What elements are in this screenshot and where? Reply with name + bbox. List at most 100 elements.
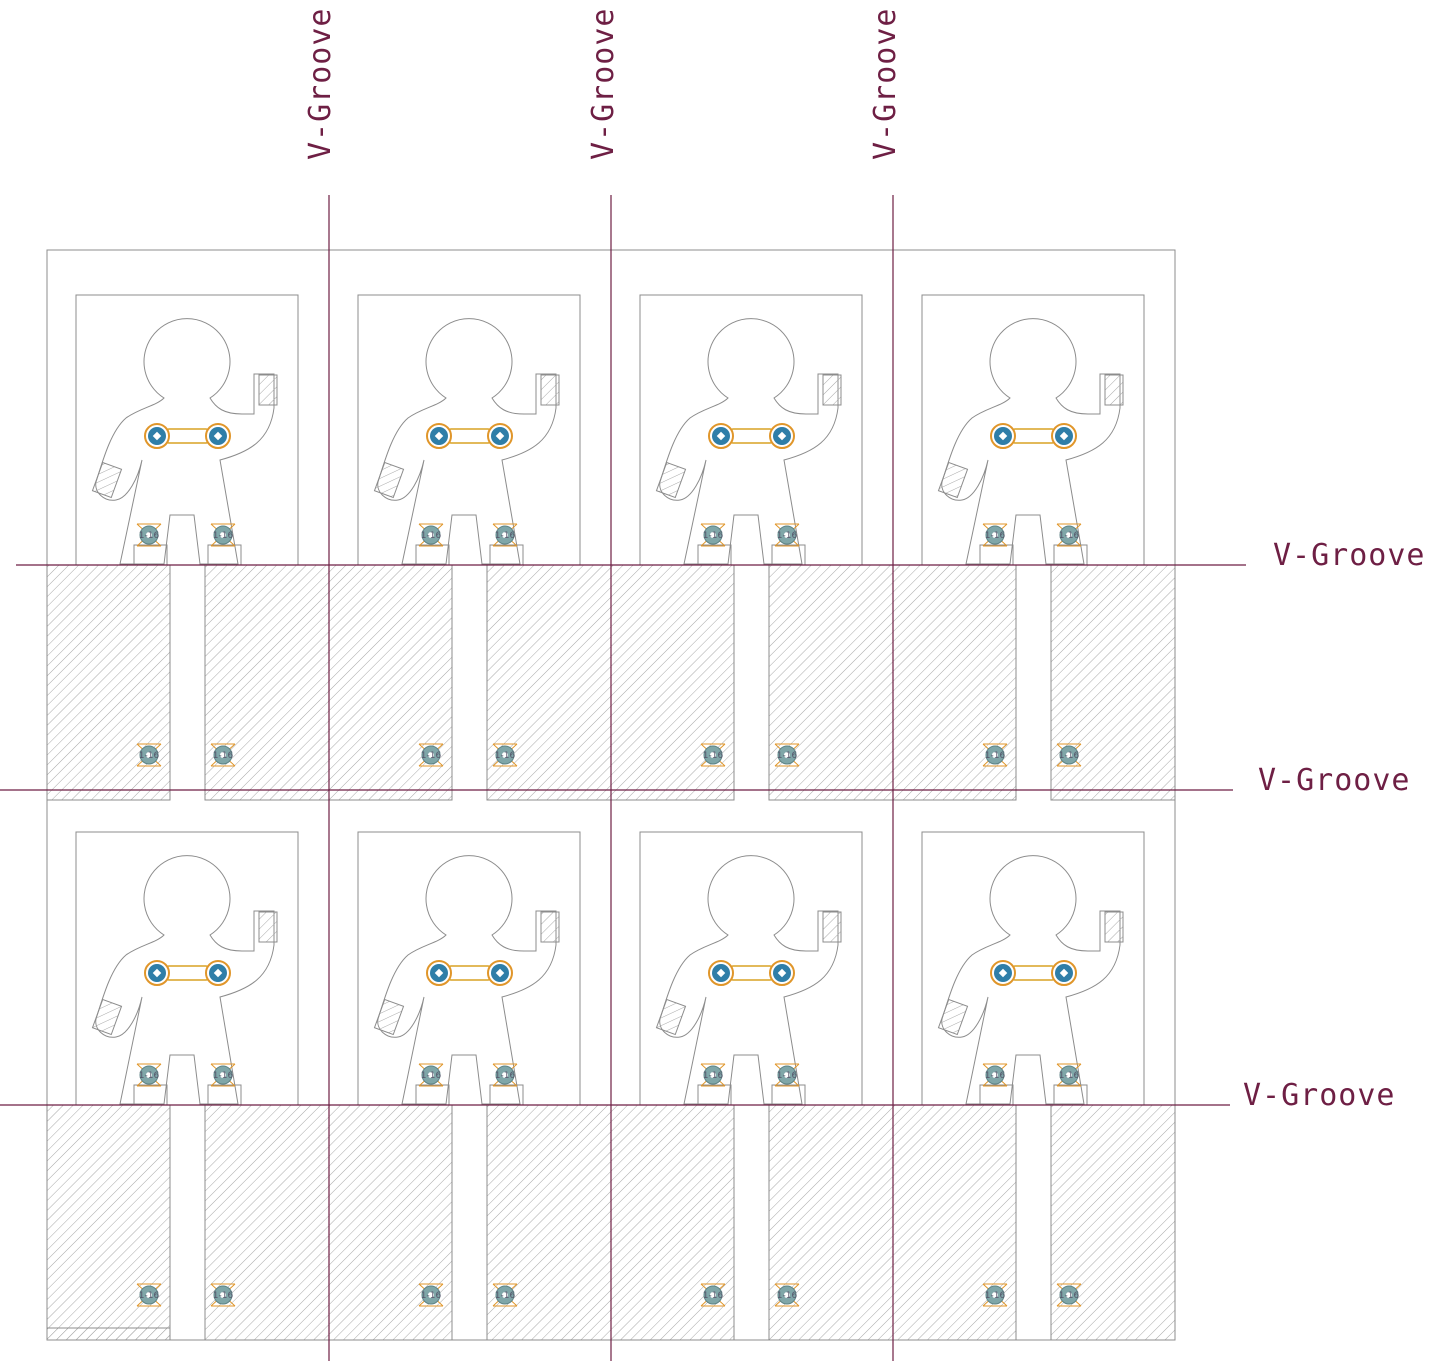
through-hole-pad-icon [426, 423, 452, 449]
via-label: 1-16 [1059, 531, 1080, 541]
trace [728, 428, 775, 444]
via-marker-icon: 1-16 [492, 743, 518, 767]
copper-tab-right [768, 1104, 894, 1341]
via-label: 1-16 [213, 531, 234, 541]
notch-left [133, 1084, 168, 1106]
copper-tab-right [204, 564, 330, 801]
notch-left [697, 1084, 732, 1106]
board-cell: 1-16 1-16 1-16 1-16 [921, 294, 1145, 767]
board-outline [921, 831, 1145, 1106]
component-pad-right [822, 374, 842, 406]
via-marker-icon: 1-16 [136, 523, 162, 547]
via-label: 1-16 [421, 751, 442, 761]
via-label: 1-16 [139, 751, 160, 761]
trace [446, 965, 493, 981]
component-pad-right [258, 911, 278, 943]
through-hole-pad-icon [426, 960, 452, 986]
via-label: 1-16 [213, 1291, 234, 1301]
component-pad-left [655, 461, 687, 499]
via-label: 1-16 [213, 751, 234, 761]
through-hole-pad-icon [708, 423, 734, 449]
via-label: 1-16 [139, 1071, 160, 1081]
via-label: 1-16 [777, 751, 798, 761]
figure-outline-icon [95, 318, 275, 565]
board-outline [357, 294, 581, 566]
component-pad-left [937, 998, 969, 1036]
via-marker-icon: 1-16 [1056, 1283, 1082, 1307]
via-marker-icon: 1-16 [700, 1283, 726, 1307]
v-groove-label-horizontal-1: V-Groove [1273, 538, 1426, 573]
notch-left [133, 544, 168, 566]
via-label: 1-16 [985, 1071, 1006, 1081]
copper-tab-left [328, 1104, 453, 1341]
via-marker-icon: 1-16 [700, 743, 726, 767]
via-marker-icon: 1-16 [774, 743, 800, 767]
through-hole-pad-icon [990, 960, 1016, 986]
via-marker-icon: 1-16 [700, 1063, 726, 1087]
copper-tab-left [610, 564, 735, 801]
board-outline [75, 831, 299, 1106]
bottom-strip [46, 1327, 171, 1341]
via-label: 1-16 [495, 1291, 516, 1301]
component-pad-left [91, 998, 123, 1036]
board-outline [75, 294, 299, 566]
via-label: 1-16 [139, 531, 160, 541]
trace [1010, 428, 1057, 444]
via-marker-icon: 1-16 [1056, 523, 1082, 547]
via-label: 1-16 [1059, 751, 1080, 761]
trace [164, 965, 211, 981]
through-hole-pad-icon [205, 960, 231, 986]
component-pad-right [540, 374, 560, 406]
v-groove-label-horizontal-3: V-Groove [1243, 1078, 1396, 1113]
board-outline [639, 831, 863, 1106]
figure-outline-icon [941, 318, 1121, 565]
notch-left [415, 544, 450, 566]
component-pad-right [540, 911, 560, 943]
component-pad-left [373, 461, 405, 499]
trace [728, 965, 775, 981]
figure-outline-icon [659, 318, 839, 565]
via-marker-icon: 1-16 [982, 743, 1008, 767]
component-pad-right [1104, 911, 1124, 943]
via-marker-icon: 1-16 [418, 743, 444, 767]
via-label: 1-16 [703, 751, 724, 761]
via-label: 1-16 [985, 1291, 1006, 1301]
via-marker-icon: 1-16 [492, 1283, 518, 1307]
through-hole-pad-icon [769, 960, 795, 986]
notch-left [979, 1084, 1014, 1106]
v-groove-label-horizontal-2: V-Groove [1258, 763, 1411, 798]
via-label: 1-16 [495, 531, 516, 541]
via-label: 1-16 [777, 531, 798, 541]
via-label: 1-16 [985, 751, 1006, 761]
copper-tab-right [204, 1104, 330, 1341]
copper-tab-right [486, 564, 612, 801]
via-label: 1-16 [777, 1071, 798, 1081]
copper-tab-right [1050, 1104, 1176, 1341]
v-groove-label-vertical-3: V-Groove [868, 8, 903, 161]
trace [164, 428, 211, 444]
via-label: 1-16 [1059, 1071, 1080, 1081]
copper-tab-right [486, 1104, 612, 1341]
via-label: 1-16 [421, 531, 442, 541]
via-marker-icon: 1-16 [982, 523, 1008, 547]
via-marker-icon: 1-16 [700, 523, 726, 547]
v-groove-layer [0, 195, 1246, 1361]
via-marker-icon: 1-16 [136, 743, 162, 767]
via-marker-icon: 1-16 [418, 523, 444, 547]
notch-left [697, 544, 732, 566]
via-marker-icon: 1-16 [1056, 1063, 1082, 1087]
via-marker-icon: 1-16 [1056, 743, 1082, 767]
via-marker-icon: 1-16 [492, 523, 518, 547]
component-pad-right [258, 374, 278, 406]
copper-tab-left [892, 1104, 1017, 1341]
through-hole-pad-icon [990, 423, 1016, 449]
v-groove-label-vertical-1: V-Groove [303, 8, 338, 161]
through-hole-pad-icon [205, 423, 231, 449]
board-cell: 1-16 1-16 1-16 1-16 [357, 294, 581, 767]
v-groove-label-vertical-2: V-Groove [586, 8, 621, 161]
trace [1010, 965, 1057, 981]
copper-tab-right [768, 564, 894, 801]
trace [446, 428, 493, 444]
via-marker-icon: 1-16 [210, 1063, 236, 1087]
